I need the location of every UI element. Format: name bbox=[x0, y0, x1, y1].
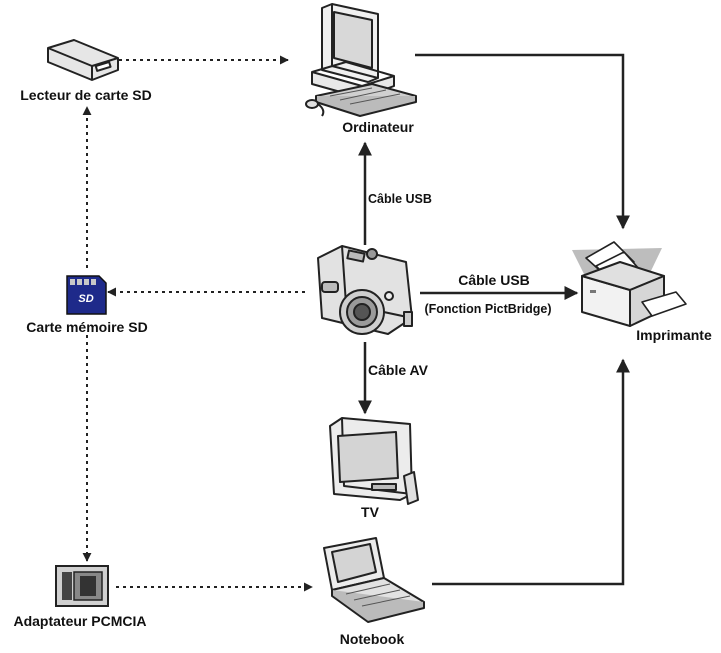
label-computer: Ordinateur bbox=[342, 119, 414, 135]
label-sd-reader: Lecteur de carte SD bbox=[20, 87, 152, 103]
solid-computer-to-printer bbox=[415, 53, 630, 230]
computer-icon bbox=[305, 3, 417, 117]
printer-icon bbox=[572, 241, 687, 327]
label-notebook: Notebook bbox=[340, 631, 405, 647]
label-sd-card: Carte mémoire SD bbox=[26, 319, 147, 335]
sd-reader-icon bbox=[47, 39, 119, 81]
pcmcia-adapter-icon bbox=[55, 565, 109, 607]
solid-notebook-to-printer bbox=[432, 358, 630, 586]
sd-card-icon: SD bbox=[66, 275, 107, 315]
camera-icon bbox=[317, 245, 413, 335]
label-usb-computer: Câble USB bbox=[368, 192, 432, 206]
notebook-icon bbox=[323, 537, 425, 623]
sd-card-logo: SD bbox=[78, 293, 93, 305]
label-av: Câble AV bbox=[368, 362, 429, 378]
label-usb-printer: Câble USB bbox=[458, 272, 530, 288]
label-printer: Imprimante bbox=[636, 327, 712, 343]
label-pictbridge: (Fonction PictBridge) bbox=[424, 302, 551, 316]
tv-icon bbox=[329, 417, 419, 505]
label-pcmcia: Adaptateur PCMCIA bbox=[13, 613, 146, 629]
connections bbox=[82, 53, 630, 592]
label-tv: TV bbox=[361, 504, 380, 520]
